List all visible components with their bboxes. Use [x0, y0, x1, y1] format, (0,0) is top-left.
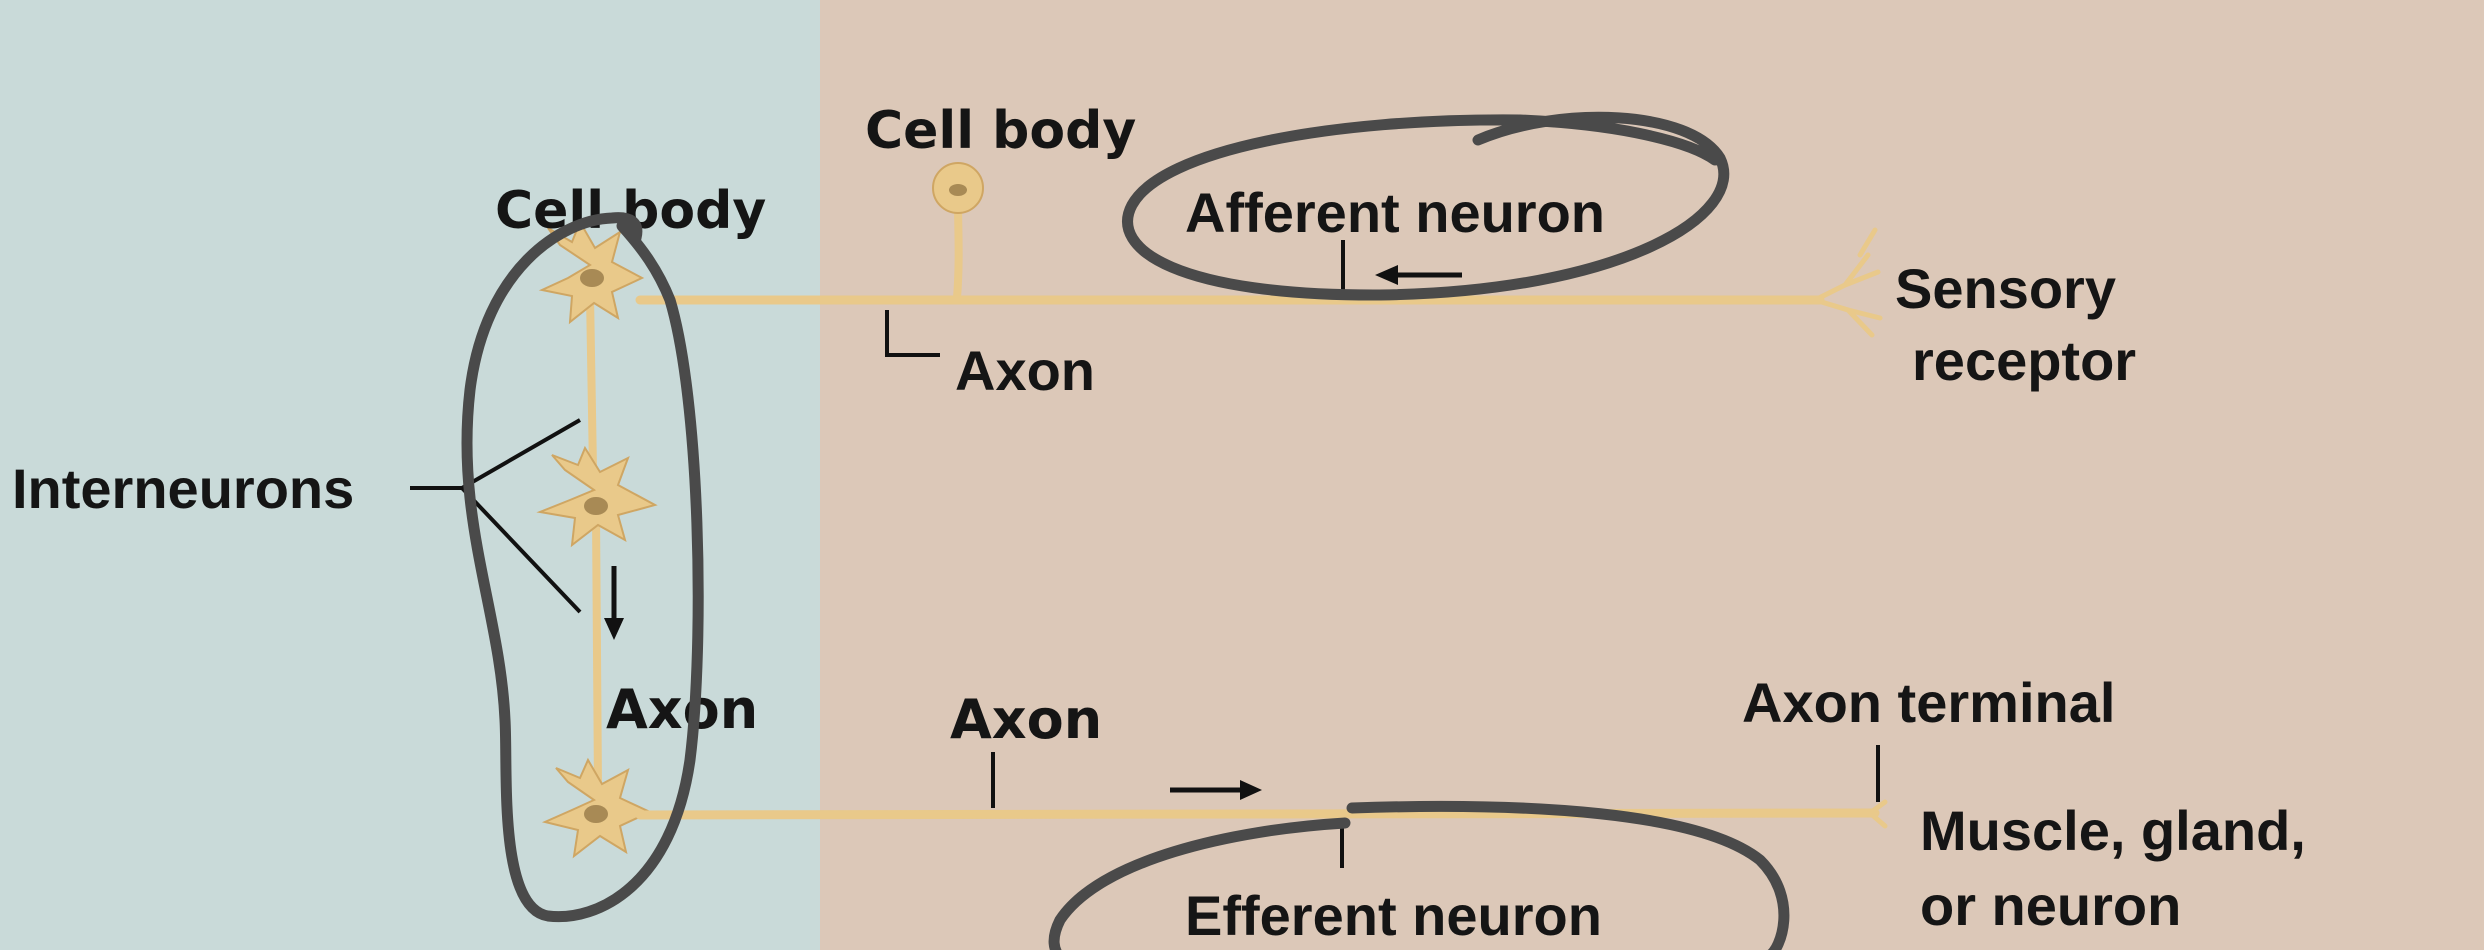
- interneuron-fiber-lower: [592, 511, 602, 794]
- afferent-nucleus: [949, 184, 967, 196]
- interneurons-label: Interneurons: [12, 457, 354, 520]
- efferent-direction-arrowhead: [1240, 780, 1262, 800]
- afferent-direction-arrowhead: [1375, 265, 1398, 285]
- effector-label-line2: or neuron: [1920, 874, 2181, 937]
- efferent-nucleus: [584, 805, 608, 823]
- interneuron-annotation-loop: [461, 212, 704, 923]
- interneuron-nucleus-middle: [584, 497, 608, 515]
- afferent-annotation-loop: [1122, 111, 1730, 301]
- afferent-neuron-drawing: [635, 162, 1883, 338]
- interneuron-nucleus-top: [580, 269, 604, 287]
- axon-afferent-label: Axon: [955, 339, 1095, 402]
- efferent-neuron-label: Efferent neuron: [1185, 884, 1602, 947]
- cell-body-top-label: Cell body: [865, 101, 1136, 161]
- axon-terminal-label: Axon terminal: [1742, 671, 2115, 734]
- axon-interneuron-label: Axon: [606, 678, 758, 741]
- sensory-receptor-label-line1: Sensory: [1895, 257, 2116, 320]
- effector-label-line1: Muscle, gland,: [1920, 799, 2306, 862]
- efferent-neuron-drawing: [635, 799, 1888, 829]
- pns-region: [820, 0, 2484, 950]
- direction-arrows: [604, 265, 1462, 800]
- sensory-receptor-endings: [1812, 227, 1883, 338]
- interneuron-fiber-upper: [586, 291, 597, 474]
- axon-terminal-ending: [1867, 799, 1888, 829]
- interneurons-leader: [410, 418, 582, 614]
- afferent-cell-body-stalk: [953, 196, 963, 302]
- axon-afferent-leader: [885, 310, 940, 357]
- axon-efferent-label: Axon: [950, 688, 1102, 751]
- labels: Cell body Cell body Afferent neuron Sens…: [12, 101, 2306, 947]
- afferent-neuron-label: Afferent neuron: [1185, 181, 1605, 244]
- leader-lines: [410, 240, 1880, 868]
- annotation-marks: [461, 111, 1790, 950]
- efferent-annotation-loop: [1048, 800, 1790, 950]
- interneuron-cell-body-middle: [536, 445, 658, 548]
- sensory-receptor-label-line2: receptor: [1912, 329, 2136, 392]
- efferent-axon-fiber: [635, 808, 1880, 820]
- interneuron-direction-arrowhead: [604, 618, 624, 640]
